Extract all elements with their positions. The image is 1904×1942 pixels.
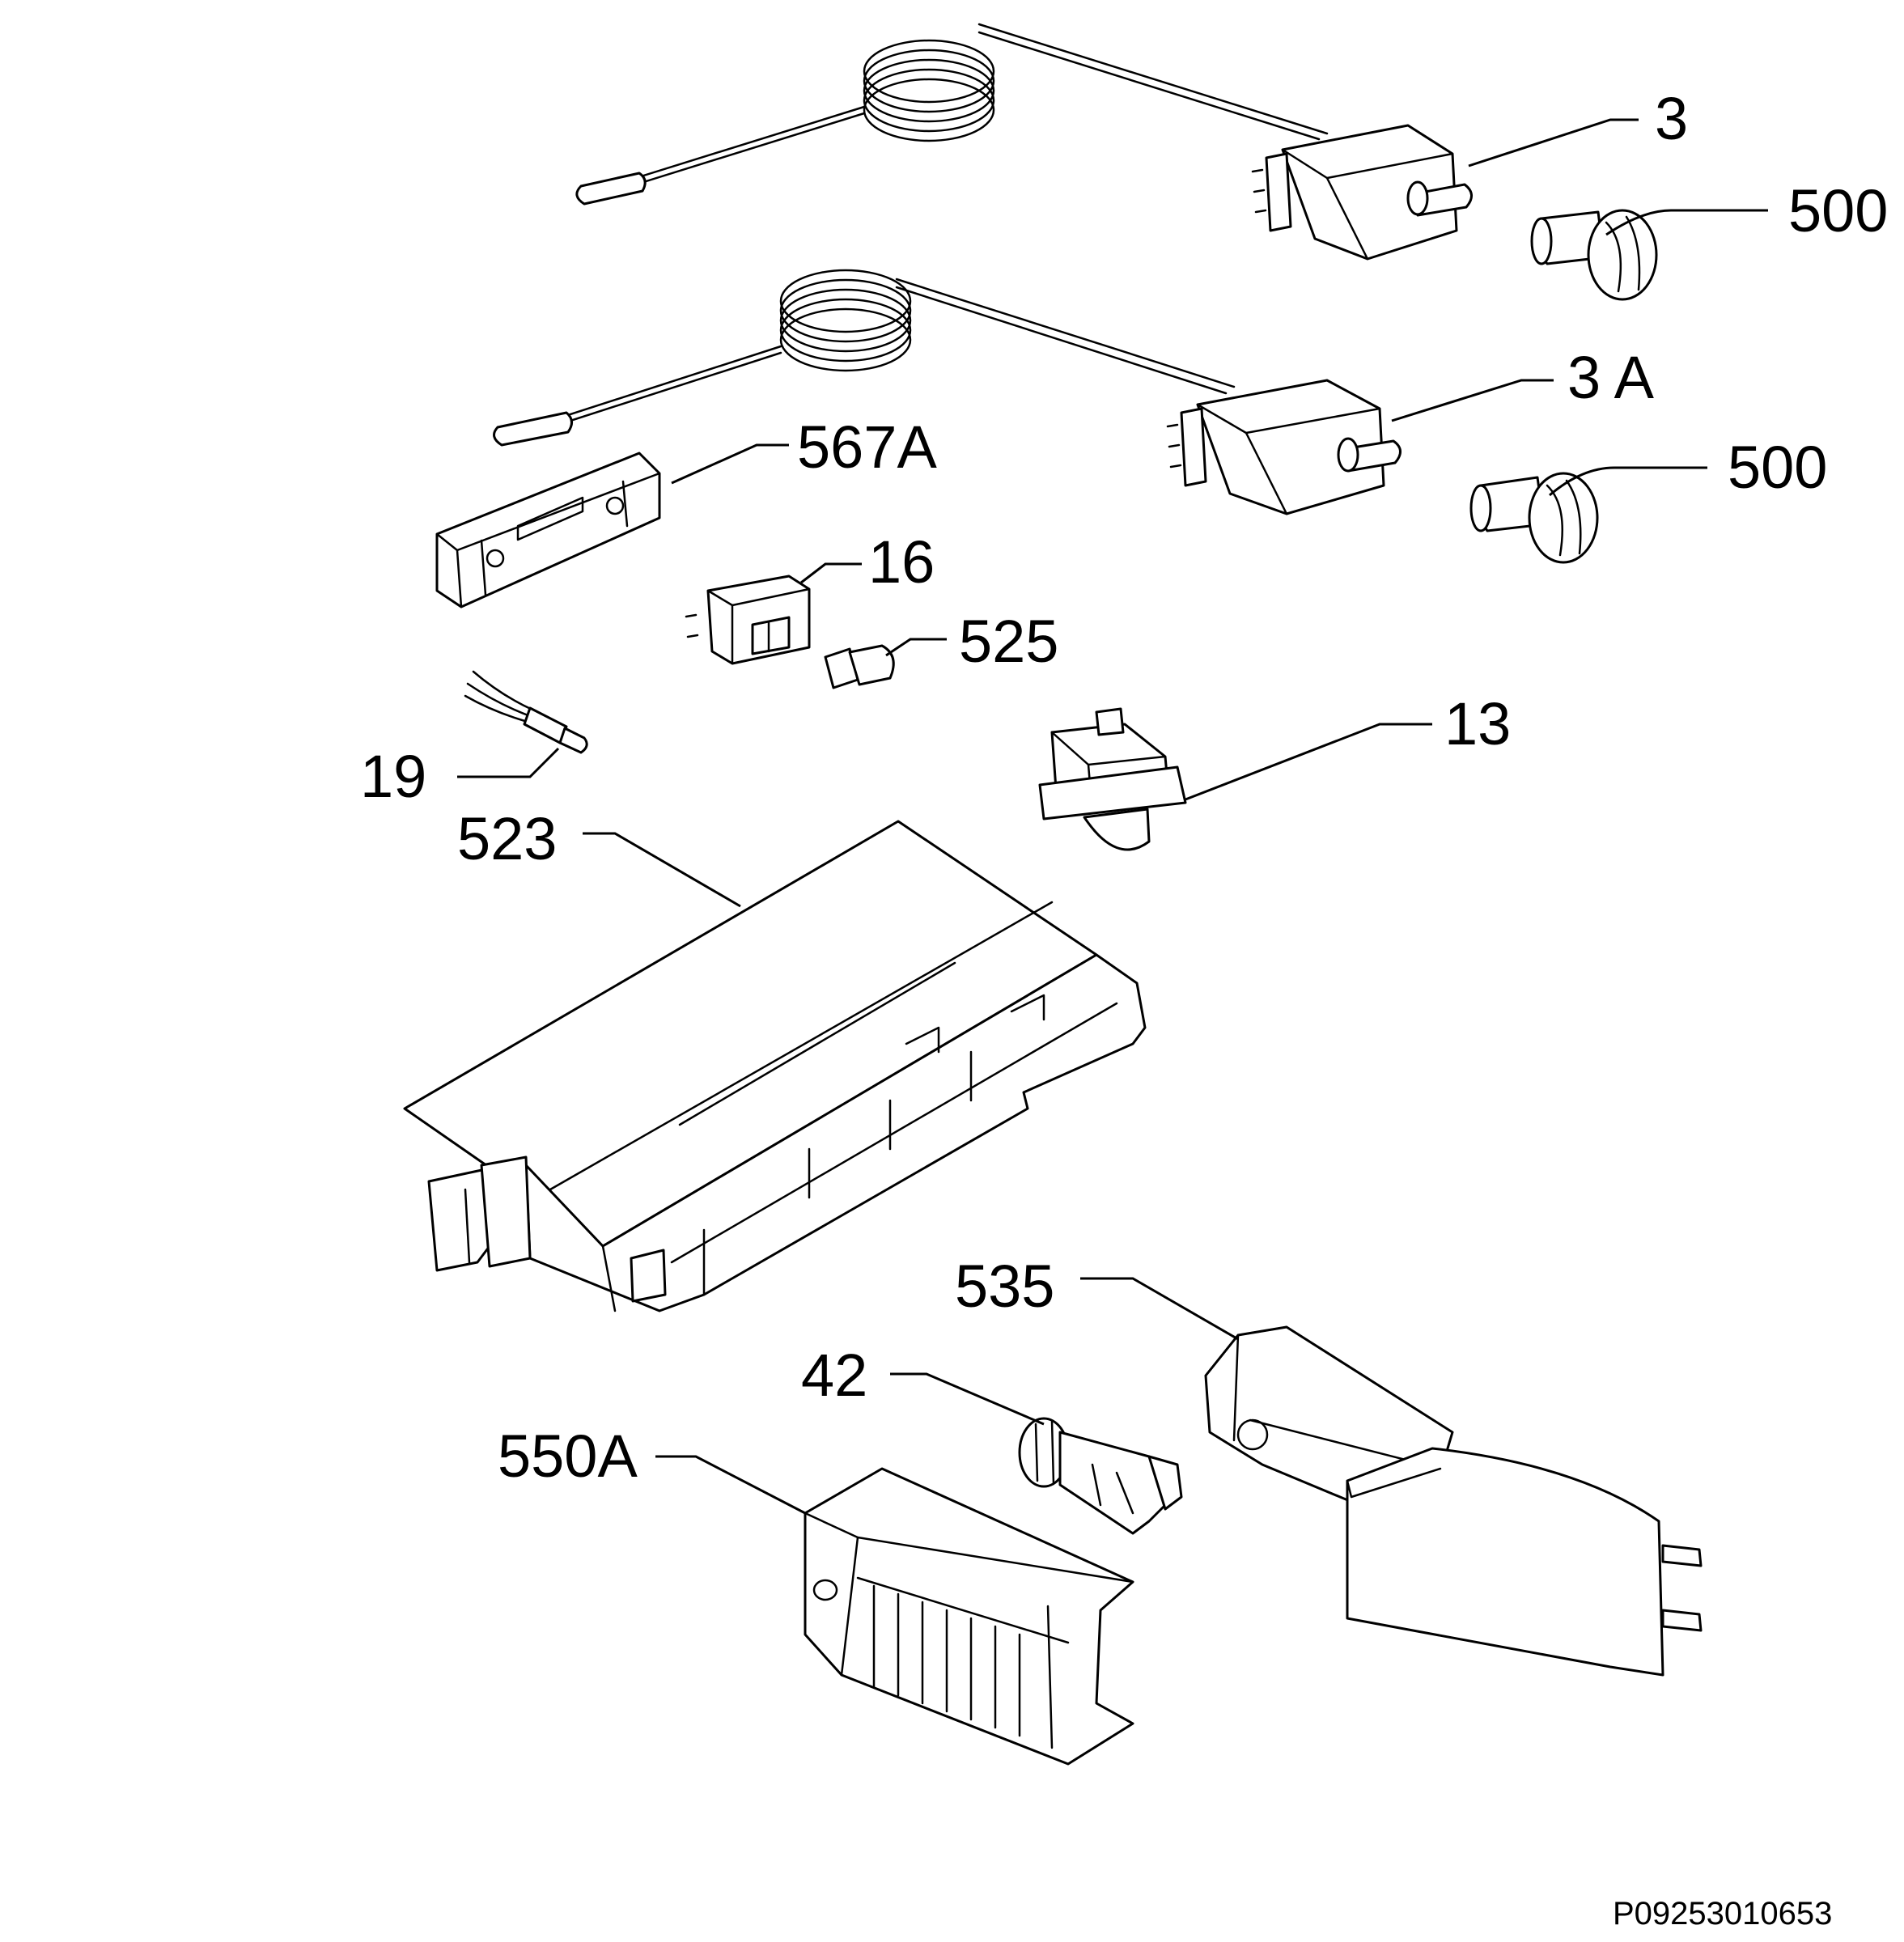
label-567a: 567A — [797, 413, 937, 481]
label-500-top: 500 — [1788, 177, 1888, 244]
label-16: 16 — [868, 528, 935, 596]
label-525: 525 — [959, 608, 1058, 675]
cover-550a — [804, 1467, 1134, 1766]
housing-523 — [403, 820, 1147, 1312]
label-500-second: 500 — [1728, 434, 1827, 501]
label-13: 13 — [1444, 690, 1511, 757]
diagram-code: P09253010653 — [1613, 1896, 1832, 1931]
sensor-19 — [464, 670, 588, 754]
label-523: 523 — [457, 805, 557, 872]
bulb-525 — [824, 644, 895, 689]
terminal-block-567a — [435, 452, 661, 608]
leader-lines — [457, 118, 1768, 1515]
switch-16 — [685, 575, 811, 665]
label-42: 42 — [801, 1342, 867, 1409]
knob-500-top — [1530, 209, 1658, 301]
knob-500-second — [1469, 472, 1599, 564]
label-19: 19 — [360, 743, 426, 810]
thermostat-3a — [493, 269, 1401, 515]
switch-13 — [1038, 707, 1187, 851]
lamp-cover-535 — [1204, 1325, 1703, 1677]
thermostat-3 — [575, 23, 1473, 261]
part-labels: 3 500 3 A 500 567A 16 525 19 523 13 535 … — [360, 85, 1888, 1490]
bulb-holder-42 — [1018, 1417, 1183, 1535]
label-3a: 3 A — [1567, 344, 1655, 411]
label-3: 3 — [1655, 85, 1688, 152]
label-535: 535 — [955, 1253, 1054, 1320]
label-550a: 550A — [498, 1423, 638, 1490]
